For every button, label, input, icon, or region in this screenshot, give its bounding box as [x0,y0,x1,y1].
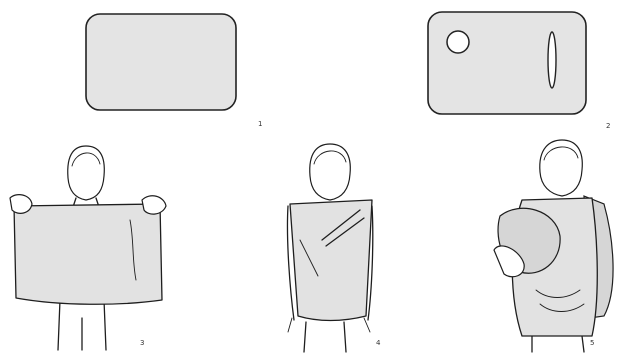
step-5-head [540,140,583,196]
step-5-number: 5 [590,339,594,347]
step-3-number: 3 [140,339,144,347]
step-3-right-hand [142,196,166,214]
step-1-fabric [86,14,236,110]
step-3-fabric [14,204,162,304]
step-4-head [310,144,351,200]
step-1-number: 1 [258,120,262,128]
step-4-legs [304,322,346,352]
step-3-panel: 3 [10,146,166,350]
step-2-number: 2 [606,122,610,130]
step-4-number: 4 [376,339,381,347]
step-5-legs [532,336,584,352]
step-2-panel: 2 [428,12,610,130]
step-2-slot [548,32,556,88]
step-5-panel: 5 [494,140,613,352]
step-2-fabric [428,12,586,114]
step-1-panel: 1 [86,14,262,128]
step-3-head [68,146,105,200]
step-4-wrap [290,200,372,321]
step-3-legs [58,300,106,350]
step-4-panel: 4 [287,144,381,352]
step-3-left-hand [10,195,32,214]
step-2-circle-hole [447,31,469,53]
